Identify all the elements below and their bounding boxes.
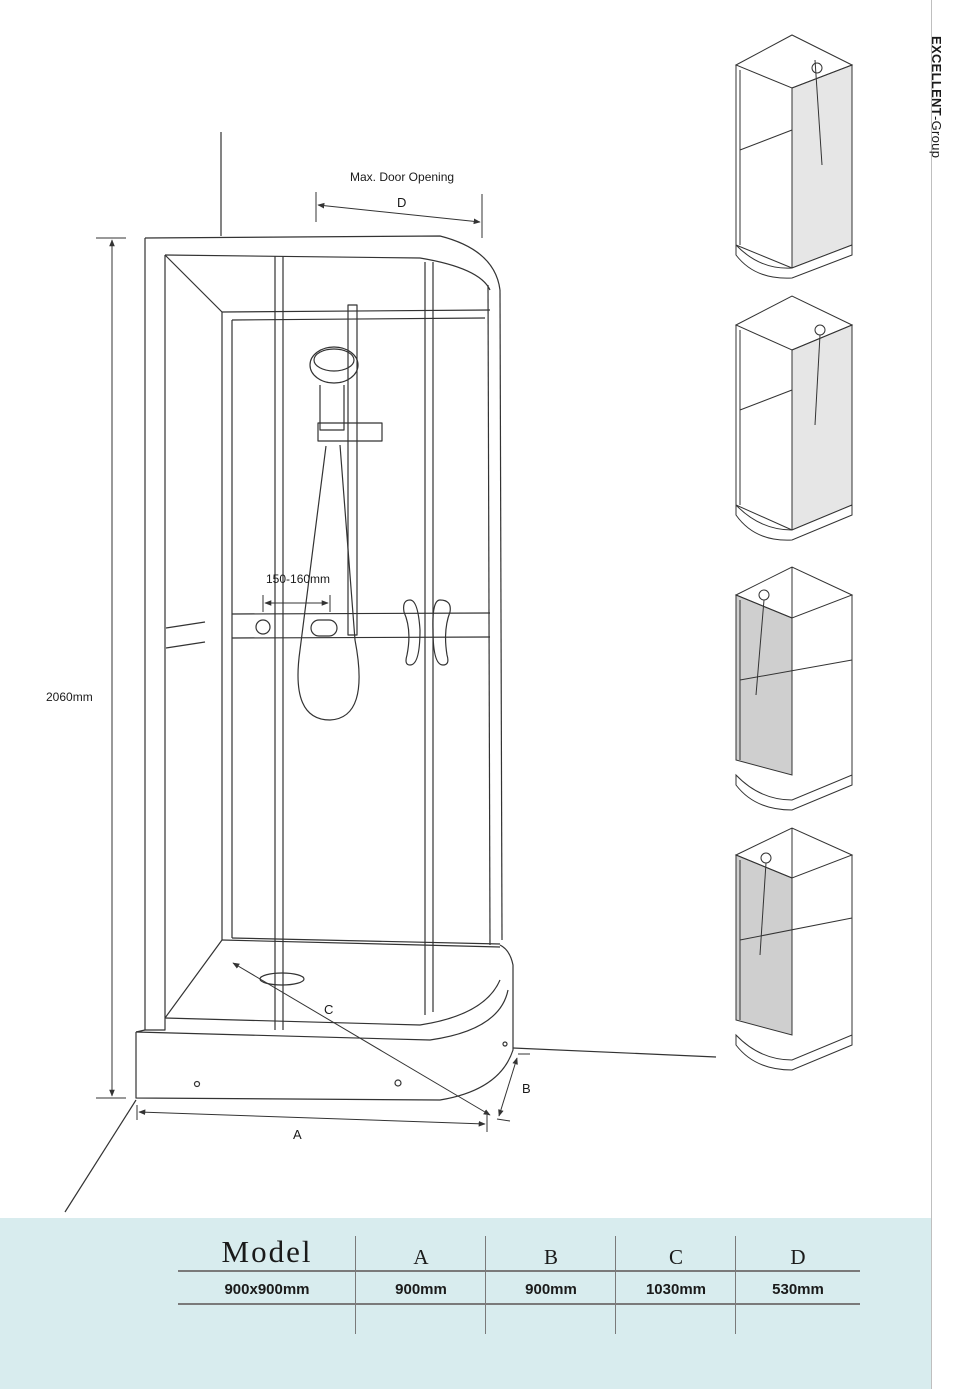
valve-spacing-label: 150-160mm bbox=[266, 572, 331, 586]
brand-name: EXCELLENT-Group bbox=[929, 36, 944, 159]
shower-tray bbox=[135, 944, 514, 1101]
view-thumbnail-1 bbox=[734, 34, 854, 279]
view-thumbnail-4 bbox=[734, 827, 854, 1071]
dim-c bbox=[232, 962, 491, 1116]
cell-b: 900mm bbox=[525, 1281, 577, 1298]
shower-riser bbox=[297, 304, 383, 721]
door-handle-right bbox=[432, 599, 451, 666]
table-col-divider bbox=[485, 1236, 486, 1334]
height-label: 2060mm bbox=[46, 690, 93, 704]
table-header-b: B bbox=[543, 1245, 558, 1269]
dim-a bbox=[138, 1109, 486, 1127]
dim-b-label: B bbox=[522, 1081, 531, 1096]
cell-a: 900mm bbox=[395, 1281, 447, 1298]
view-thumbnail-3 bbox=[734, 566, 854, 811]
cell-d: 530mm bbox=[772, 1281, 824, 1298]
cell-c: 1030mm bbox=[645, 1281, 707, 1298]
table-rule-top bbox=[178, 1270, 860, 1272]
cell-model: 900x900mm bbox=[224, 1281, 310, 1298]
valve-right bbox=[310, 619, 338, 637]
dim-c-label: C bbox=[324, 1002, 334, 1017]
view-thumbnail-2 bbox=[734, 295, 854, 541]
table-col-divider bbox=[355, 1236, 356, 1334]
table-header-a: A bbox=[413, 1245, 429, 1269]
dim-b bbox=[498, 1057, 518, 1117]
shower-enclosure-drawing bbox=[64, 34, 854, 1213]
table-col-divider bbox=[735, 1236, 736, 1334]
enclosure-frame bbox=[144, 235, 503, 1031]
table-col-divider bbox=[615, 1236, 616, 1334]
dim-d-label: D bbox=[397, 195, 407, 210]
sidebar-strip bbox=[931, 0, 960, 1389]
dim-d bbox=[317, 202, 481, 225]
door-handle-left bbox=[403, 599, 421, 666]
table-rule-mid bbox=[178, 1303, 860, 1305]
table-header-d: D bbox=[790, 1245, 806, 1269]
table-header-model: Model bbox=[221, 1234, 313, 1269]
table-header-c: C bbox=[668, 1245, 683, 1269]
dim-a-label: A bbox=[293, 1127, 302, 1142]
door-opening-label: Max. Door Opening bbox=[350, 170, 455, 184]
specs-table: Model A B C D 900x900mm 900mm 900mm 1030… bbox=[0, 1218, 931, 1389]
valve-left bbox=[255, 619, 271, 635]
